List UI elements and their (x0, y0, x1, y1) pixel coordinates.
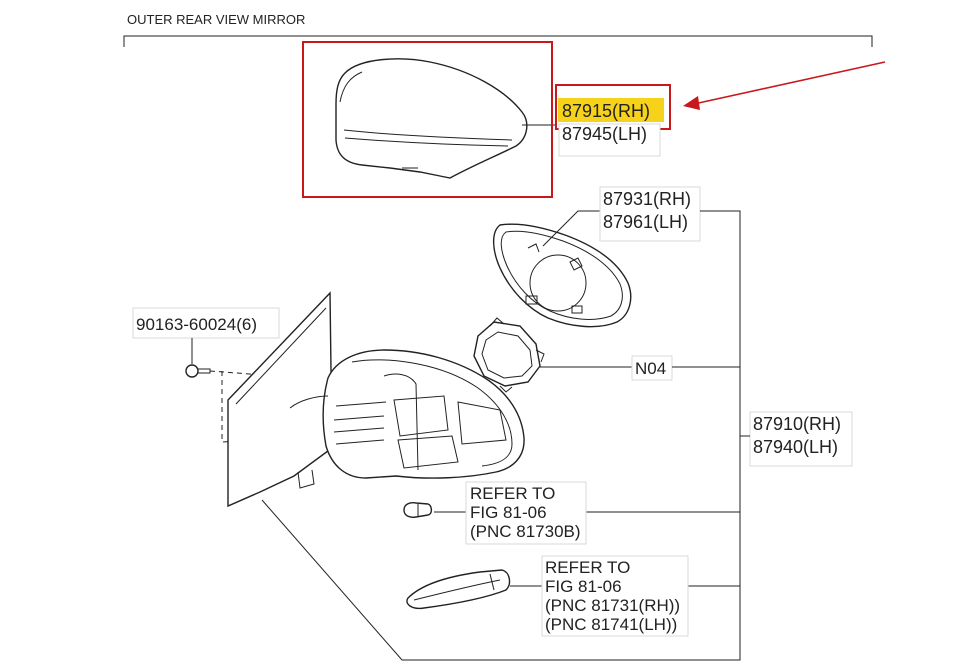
cover-lh-label: 87945(LH) (562, 124, 647, 144)
lamp-ref-line3: (PNC 81731(RH)) (545, 596, 680, 615)
glass-lh-label: 87961(LH) (603, 212, 688, 232)
mirror-cover-drawing (335, 58, 555, 179)
highlight-arrow-line (693, 61, 886, 105)
mirror-motor-drawing (473, 317, 545, 393)
bulb-ref-line3: (PNC 81730B) (470, 522, 581, 541)
bulb-drawing (403, 502, 433, 518)
cover-highlight-box (302, 41, 553, 198)
lamp-ref-line4: (PNC 81741(LH)) (545, 615, 677, 634)
turn-lamp-drawing (406, 569, 511, 610)
lamp-ref-line1: REFER TO (545, 558, 630, 577)
assembly-lh-label: 87940(LH) (753, 437, 838, 457)
bulb-ref-line1: REFER TO (470, 484, 555, 503)
motor-label: N04 (635, 359, 666, 378)
highlight-arrow-head (683, 96, 700, 110)
cover-rh-label: 87915(RH) (562, 101, 650, 121)
glass-rh-label: 87931(RH) (603, 189, 691, 209)
assembly-rh-label: 87910(RH) (753, 414, 841, 434)
diagram-title: OUTER REAR VIEW MIRROR (127, 12, 305, 27)
mirror-assembly-drawing (227, 291, 525, 508)
lamp-ref-line2: FIG 81-06 (545, 577, 622, 596)
screw-label: 90163-60024(6) (136, 315, 257, 334)
mirror-glass-drawing (492, 223, 632, 328)
part-number-highlight (558, 98, 664, 122)
screw-drawing (185, 364, 211, 378)
bulb-ref-line2: FIG 81-06 (470, 503, 547, 522)
title-bracket (123, 35, 873, 47)
